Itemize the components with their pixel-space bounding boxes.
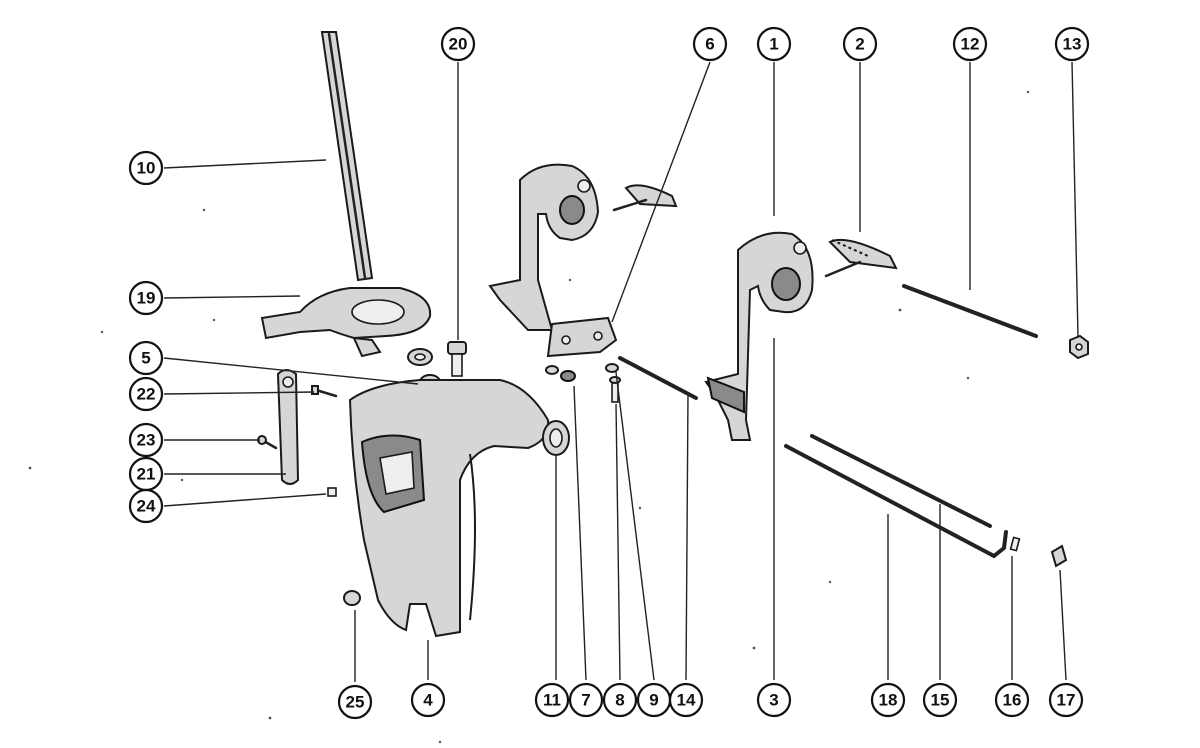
callout-20: 20 — [440, 26, 476, 62]
part-4-swivel-housing — [348, 379, 550, 638]
callout-1: 1 — [756, 26, 792, 62]
callout-23: 23 — [128, 422, 164, 458]
svg-text:21: 21 — [137, 465, 156, 484]
part-19-bracket-plate — [260, 287, 432, 358]
part-25-nut — [343, 590, 361, 606]
part-20-bolt — [447, 341, 467, 377]
part-16-pin — [1009, 536, 1021, 552]
part-18-bent-rod — [784, 444, 1008, 559]
svg-text:6: 6 — [705, 35, 714, 54]
callout-11: 11 — [534, 682, 570, 718]
part-24-clip — [327, 487, 337, 497]
part-12-rod — [902, 284, 1038, 338]
part-9-cap — [605, 363, 619, 373]
callout-15: 15 — [922, 682, 958, 718]
svg-text:5: 5 — [141, 349, 150, 368]
part-10-tube — [320, 31, 374, 282]
part-1-stern-bracket — [704, 231, 814, 441]
callout-14: 14 — [668, 682, 704, 718]
svg-text:25: 25 — [346, 693, 365, 712]
callout-8: 8 — [602, 682, 638, 718]
svg-text:23: 23 — [137, 431, 156, 450]
callout-12: 12 — [952, 26, 988, 62]
callout-16: 16 — [994, 682, 1030, 718]
svg-text:17: 17 — [1057, 691, 1076, 710]
svg-text:24: 24 — [137, 497, 156, 516]
callout-6: 6 — [692, 26, 728, 62]
part-23-screw — [257, 435, 278, 450]
part-22-screw — [311, 385, 338, 398]
callout-21: 21 — [128, 456, 164, 492]
svg-text:4: 4 — [423, 691, 433, 710]
callout-9: 9 — [636, 682, 672, 718]
part-13-nut — [1069, 334, 1089, 360]
print-specks — [28, 90, 1030, 744]
leader-lines — [163, 61, 1079, 682]
svg-text:1: 1 — [769, 35, 778, 54]
part-7-washers — [545, 365, 576, 382]
part-17-clip — [1050, 544, 1068, 568]
svg-text:13: 13 — [1063, 35, 1082, 54]
svg-text:18: 18 — [879, 691, 898, 710]
callout-22: 22 — [128, 376, 164, 412]
callout-13: 13 — [1054, 26, 1090, 62]
part-21-strap — [276, 369, 300, 485]
part-11-bushing — [542, 420, 570, 456]
callout-24: 24 — [128, 488, 164, 524]
callout-4: 4 — [410, 682, 446, 718]
callout-3: 3 — [756, 682, 792, 718]
svg-text:10: 10 — [137, 159, 156, 178]
svg-text:8: 8 — [615, 691, 624, 710]
svg-text:12: 12 — [961, 35, 980, 54]
part-rear-clamp-screw — [612, 184, 678, 212]
callout-18: 18 — [870, 682, 906, 718]
part-14-rod — [618, 356, 698, 400]
callout-2: 2 — [842, 26, 878, 62]
svg-text:19: 19 — [137, 289, 156, 308]
svg-text:11: 11 — [543, 691, 561, 710]
svg-text:2: 2 — [855, 35, 864, 54]
svg-text:3: 3 — [769, 691, 778, 710]
callout-17: 17 — [1048, 682, 1084, 718]
callout-25: 25 — [337, 684, 373, 720]
callout-10: 10 — [128, 150, 164, 186]
svg-text:7: 7 — [581, 691, 590, 710]
svg-text:22: 22 — [137, 385, 156, 404]
part-15-rod — [810, 434, 992, 528]
svg-text:15: 15 — [931, 691, 950, 710]
part-2-clamp-screw — [824, 238, 898, 278]
svg-text:16: 16 — [1003, 691, 1022, 710]
svg-text:20: 20 — [449, 35, 468, 54]
callout-19: 19 — [128, 280, 164, 316]
svg-text:9: 9 — [649, 691, 658, 710]
callout-7: 7 — [568, 682, 604, 718]
svg-text:14: 14 — [677, 691, 696, 710]
callout-5: 5 — [128, 340, 164, 376]
part-stern-bracket-rear — [488, 163, 600, 331]
part-6-plate — [546, 316, 618, 358]
